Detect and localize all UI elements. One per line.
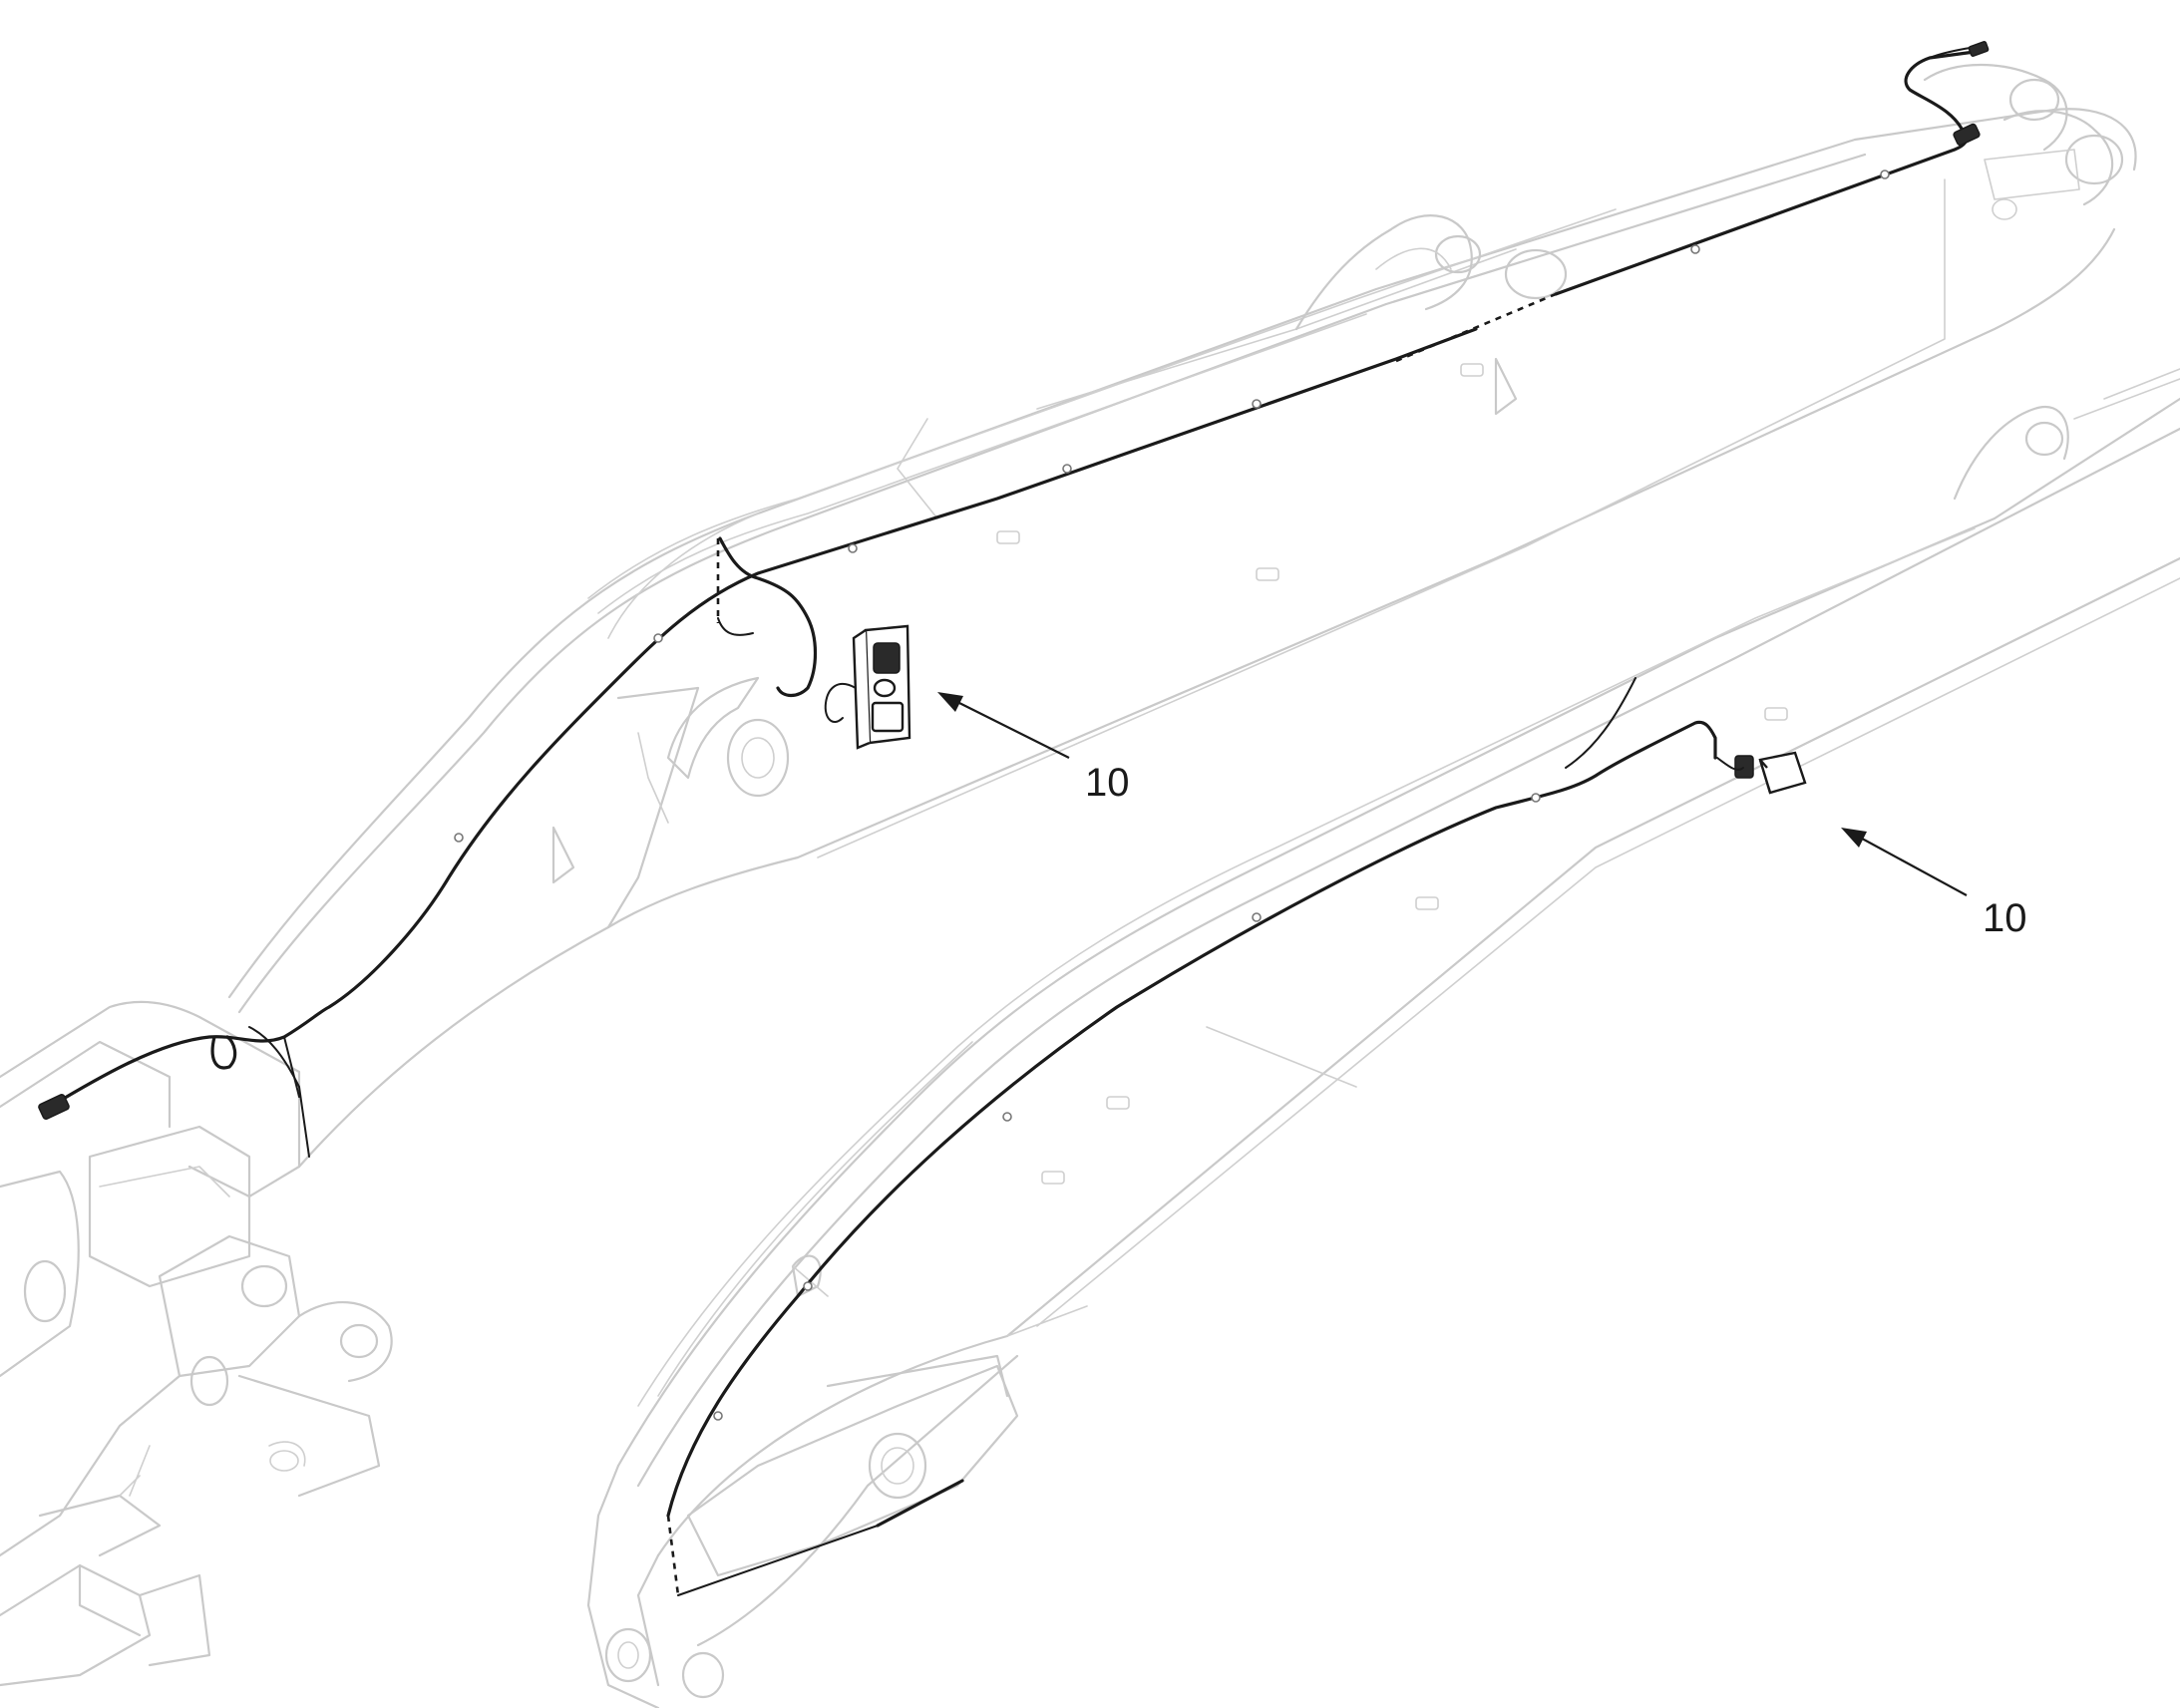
machine-base: [0, 1000, 393, 1687]
arrowhead: [1841, 828, 1867, 848]
callout-label: 10: [1983, 896, 2027, 940]
callout-label: 10: [1085, 761, 1130, 805]
lower-arm: [586, 368, 2180, 1708]
base-connector: [38, 1094, 70, 1120]
leader-line: [1852, 833, 1968, 896]
tip-connector: [1953, 41, 1990, 147]
lower-module-part: [1716, 751, 1807, 795]
upper-boom: [227, 63, 2137, 1169]
lower-harness: [666, 677, 1717, 1596]
callout-upper: 10: [937, 692, 1130, 805]
arrowhead: [937, 692, 963, 712]
upper-module-part: [824, 624, 911, 750]
callout-lower: 10: [1841, 828, 2027, 940]
upper-harness: [48, 47, 1977, 1158]
leader-line: [948, 697, 1070, 759]
harness-clips: [454, 170, 1890, 1421]
